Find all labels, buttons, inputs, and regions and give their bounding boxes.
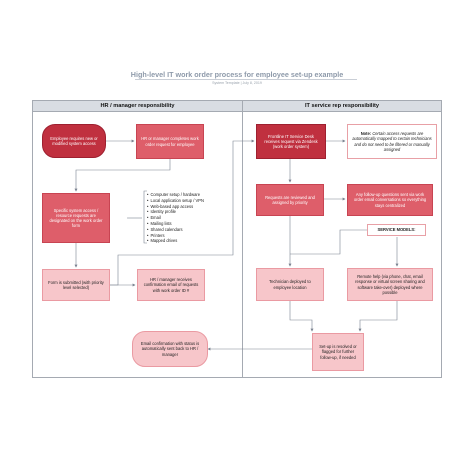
connector-remote-to-resolved (358, 301, 398, 332)
node-service-models: SERVICE MODELS: (367, 224, 426, 236)
lane-header-hr: HR / manager responsibility (32, 100, 243, 112)
access-list: Computer setup / hardware Local applicat… (147, 192, 204, 244)
access-list-item: Identity profile (147, 209, 204, 215)
access-list-item: Email (147, 215, 204, 221)
node-service-desk: Frontline IT Service Desk receives reque… (256, 124, 326, 159)
node-resolved: Set-up is resolved or flagged for furthe… (312, 333, 364, 371)
connector-complete-to-specific (74, 159, 171, 192)
node-note: Note: Certain access requests are automa… (347, 124, 437, 159)
connector-technician-to-resolved (289, 301, 314, 332)
node-start: Employee requires new or modified system… (42, 124, 106, 158)
node-form-submitted: Form is submitted (with priority level s… (42, 269, 110, 301)
access-list-item: Mapped drives (147, 238, 204, 244)
title-divider (135, 79, 357, 80)
access-list-item: Printers (147, 233, 204, 239)
node-confirmation-received: HR / manager receives confirmation email… (137, 269, 205, 301)
lane-header-it: IT service rep responsibility (242, 100, 442, 112)
connector-servicemodels-to-technician (290, 229, 367, 255)
node-technician-deployed: Technician deployed to employee location (256, 268, 324, 301)
access-list-item: Local application setup / VPN (147, 198, 203, 204)
list-bracket (143, 190, 147, 244)
access-list-item: Shared calendars (147, 227, 204, 233)
access-list-item: Web-based app access (147, 204, 204, 210)
node-complete-request: HR or manager completes work order reque… (136, 124, 204, 159)
note-text: Certain access requests are automaticall… (352, 131, 432, 152)
node-remote-help: Remote help (via phone, chat, email resp… (347, 268, 433, 301)
node-followup-questions: Any follow-up questions sent via work or… (347, 184, 433, 216)
node-email-confirmation: Email confirmation with status is automa… (132, 331, 208, 367)
note-label: Note: (360, 131, 372, 137)
diagram-title: High-level IT work order process for emp… (130, 70, 344, 79)
node-reviewed: Requests are reviewed and assigned by pr… (256, 184, 324, 216)
diagram-subtitle: System Template | July 8, 2019 (212, 81, 262, 85)
node-specific-access: Specific system access / resource reques… (42, 193, 110, 243)
access-list-item: Computer setup / hardware (147, 192, 204, 198)
lane-divider (242, 112, 243, 378)
access-list-item: Mailing lists (147, 221, 204, 227)
